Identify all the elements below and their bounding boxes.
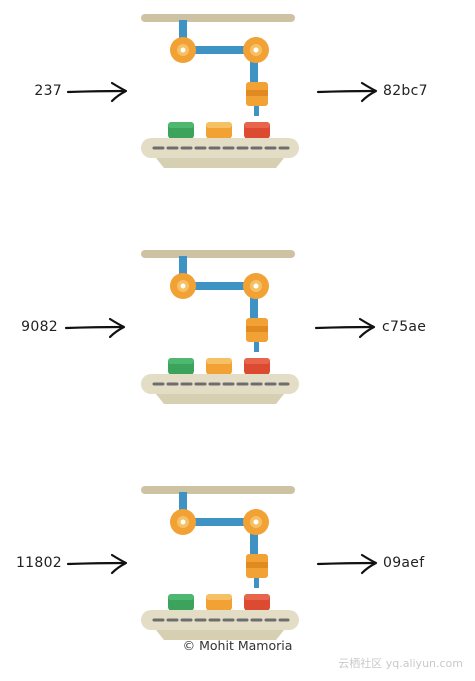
- output-arrow-icon: [316, 553, 378, 575]
- input-value: 9082: [21, 319, 58, 335]
- input-arrow-icon: [66, 553, 128, 575]
- process-row-1: 237 82bc7: [0, 0, 475, 200]
- robot-arm-conveyor-icon: [141, 250, 299, 404]
- output-arrow-icon: [316, 81, 378, 103]
- process-row-2: 9082 c75ae: [0, 236, 475, 436]
- process-row-3: 11802 09aef: [0, 472, 475, 672]
- watermark: 云栖社区 yq.aliyun.com: [338, 657, 463, 670]
- output-hash: 09aef: [383, 555, 425, 571]
- output-arrow-icon: [314, 317, 376, 339]
- input-arrow-icon: [66, 81, 128, 103]
- robot-arm-conveyor-icon: [141, 14, 299, 168]
- input-value: 237: [34, 83, 62, 99]
- output-hash: c75ae: [382, 319, 427, 335]
- input-arrow-icon: [64, 317, 126, 339]
- output-hash: 82bc7: [383, 83, 428, 99]
- credit-line: © Mohit Mamoria: [182, 638, 293, 653]
- input-value: 11802: [15, 555, 62, 571]
- robot-arm-conveyor-icon: [141, 486, 299, 640]
